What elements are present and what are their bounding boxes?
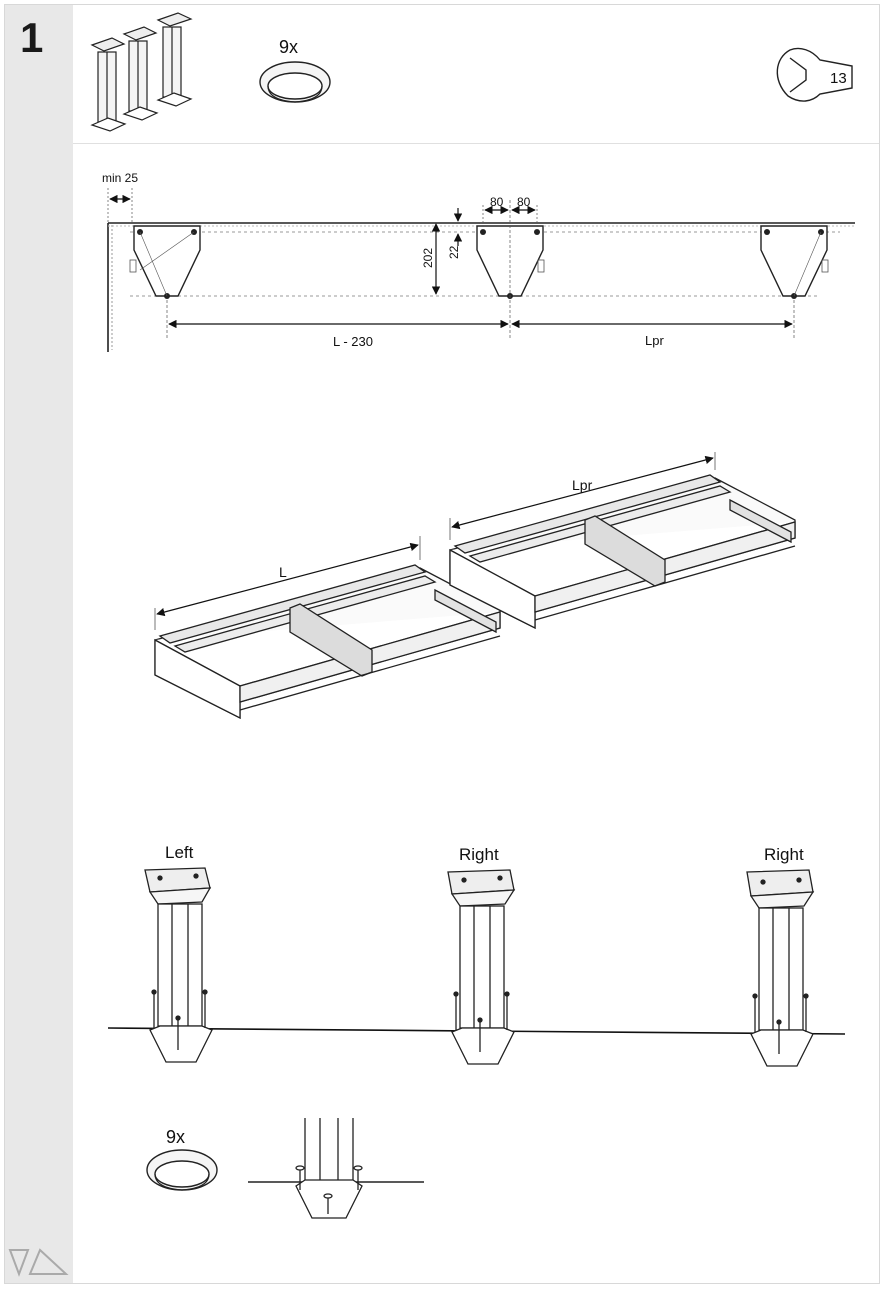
wrench-size-label: 13	[830, 70, 847, 87]
ring-quantity-bottom: 9x	[166, 1127, 185, 1147]
wrench-icon	[776, 47, 853, 102]
plan-view-diagram	[107, 188, 855, 352]
step-sidebar	[5, 5, 73, 1283]
drawer-length-left-label: L	[279, 564, 287, 580]
height-label-main: 202	[421, 248, 435, 268]
ring-quantity-top: 9x	[279, 37, 298, 57]
length-first-label: L - 230	[333, 334, 373, 349]
legs-parts-icon	[90, 12, 193, 132]
min-distance-label: min 25	[102, 171, 138, 185]
length-second-label: Lpr	[645, 333, 664, 348]
leg-middle-label: Right	[459, 845, 499, 864]
brand-logo	[8, 1248, 69, 1277]
header-divider	[73, 143, 879, 144]
ring-icon-bottom	[146, 1149, 218, 1191]
leg-middle	[447, 869, 516, 1065]
leg-left	[144, 867, 213, 1063]
height-label-small: 22	[447, 245, 461, 259]
leg-left-label: Left	[165, 843, 194, 862]
leg-right-label: Right	[764, 845, 804, 864]
leg-ring-detail	[248, 1118, 424, 1219]
drawer-frame-left	[154, 564, 501, 720]
spacing-label-b: 80	[517, 195, 531, 209]
spacing-label-a: 80	[490, 195, 504, 209]
drawer-frame-right	[449, 474, 796, 630]
leg-right	[746, 869, 815, 1067]
drawer-dimensions	[154, 452, 716, 630]
drawer-length-right-label: Lpr	[572, 477, 593, 493]
step-number: 1	[20, 14, 44, 61]
ring-icon	[259, 61, 331, 103]
